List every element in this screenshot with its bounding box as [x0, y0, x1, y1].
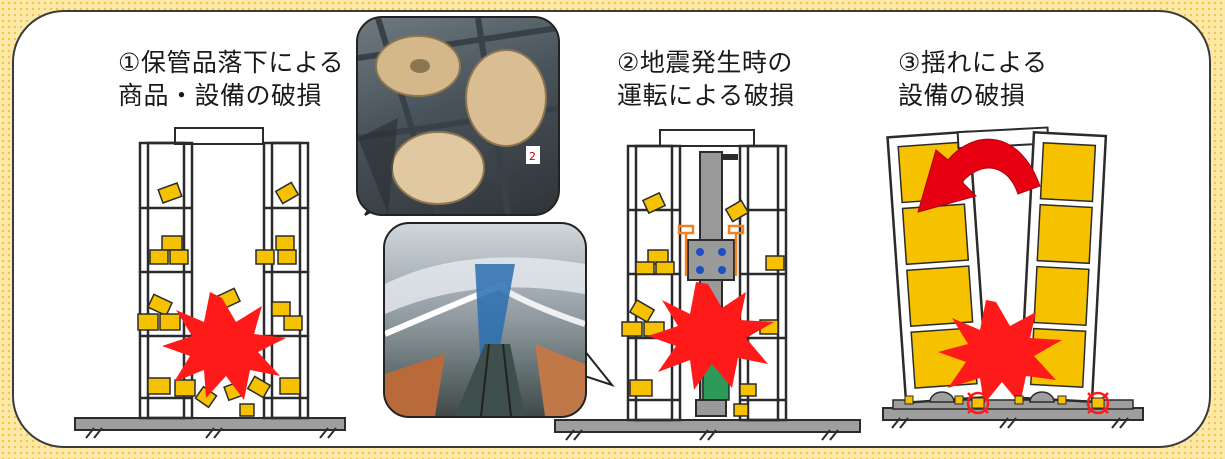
- explosion-burst-icon: [162, 292, 286, 400]
- explosion-burst-icon: [648, 282, 774, 390]
- caption-shaking-damage-line2: 設備の破損: [898, 81, 1026, 110]
- rack-label-text: 2: [529, 150, 536, 163]
- right-rack-2: [738, 144, 788, 422]
- scene-falling-goods: [74, 127, 346, 439]
- caption-falling-goods-line2: 商品・設備の破損: [118, 81, 323, 110]
- right-rack: [262, 141, 310, 420]
- fallen-paper-rolls-photo: 2: [356, 16, 560, 216]
- caption-falling-goods: ①保管品落下による 商品・設備の破損: [118, 46, 344, 112]
- caption-operation-damage: ②地震発生時の 運転による破損: [617, 46, 795, 112]
- floor-slab: [74, 417, 346, 431]
- scene-shaking-damage: [882, 126, 1144, 429]
- left-rack-2: [626, 144, 682, 422]
- caption-falling-goods-line1: ①保管品落下による: [118, 48, 345, 77]
- caption-shaking-damage: ③揺れによる 設備の破損: [898, 46, 1048, 112]
- photo-content-2: [385, 257, 585, 416]
- tilt-arrow-icon: [917, 138, 1041, 213]
- caption-operation-damage-line1: ②地震発生時の: [617, 48, 793, 77]
- cargo-boxes-2: [621, 191, 785, 417]
- caption-shaking-damage-line1: ③揺れによる: [898, 48, 1048, 77]
- anchor-bolts: [904, 391, 1067, 405]
- collapsed-aisle-photo: [383, 222, 587, 418]
- explosion-burst-icon: [938, 300, 1062, 404]
- scene-operation-damage: [554, 129, 861, 441]
- caption-operation-damage-line2: 運転による破損: [617, 81, 795, 110]
- left-rack: [138, 141, 194, 420]
- photo-content: 2: [358, 18, 558, 214]
